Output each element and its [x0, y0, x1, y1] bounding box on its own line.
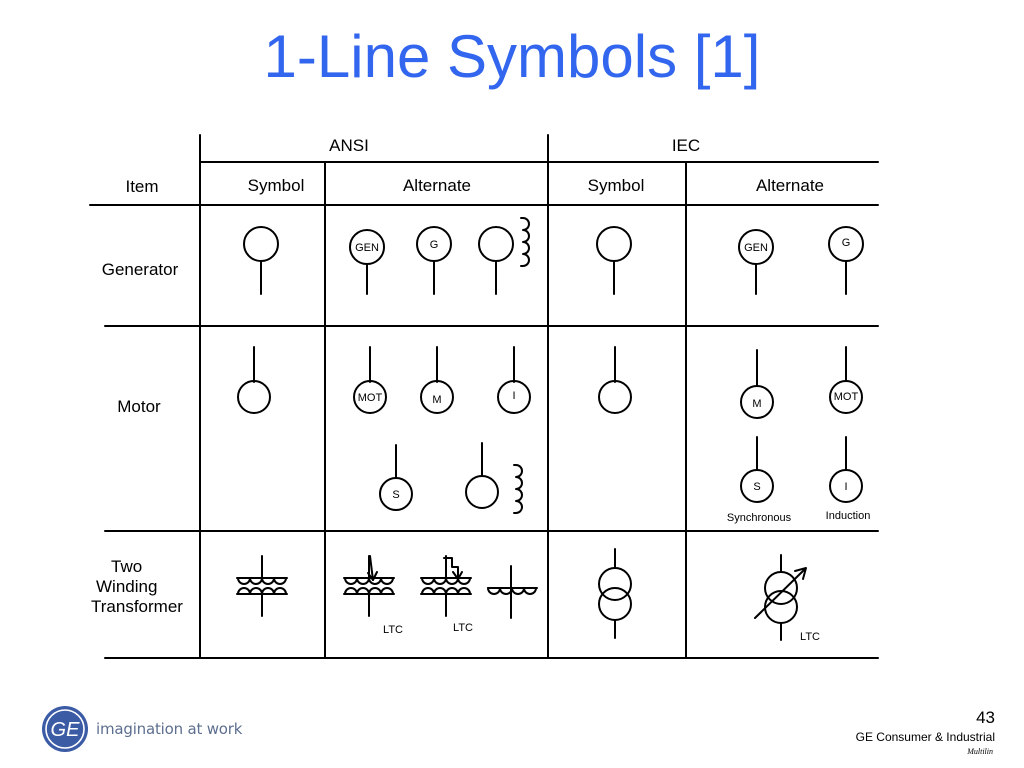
label-s-iec: S	[753, 481, 760, 493]
header-iec-symbol: Symbol	[588, 176, 645, 195]
transformer-iec-ltc-symbol	[754, 554, 807, 641]
motor-ansi-s-symbol	[379, 444, 413, 511]
page-number: 43	[976, 708, 995, 727]
motor-ansi-symbol	[237, 346, 271, 414]
generator-iec-symbol	[596, 226, 632, 295]
motor-iec-mot-symbol	[829, 346, 863, 414]
generator-ansi-g-symbol	[416, 226, 452, 295]
header-ansi: ANSI	[329, 136, 369, 155]
generator-ansi-gen-symbol	[349, 229, 385, 295]
label-g-ansi: G	[430, 239, 439, 251]
ge-logo: GE	[42, 706, 88, 752]
generator-iec-g-symbol	[828, 226, 864, 295]
label-ltc-ansi-2: LTC	[453, 622, 473, 634]
label-m-ansi: M	[432, 394, 441, 406]
motor-ansi-mot-symbol	[353, 346, 387, 414]
label-mot-ansi: MOT	[358, 392, 383, 404]
header-ansi-symbol: Symbol	[248, 176, 305, 195]
transformer-ansi-autotransformer-symbol	[487, 565, 538, 619]
label-synchronous: Synchronous	[727, 512, 792, 524]
transformer-ansi-ltc-symbol	[343, 555, 395, 617]
label-gen-ansi: GEN	[355, 242, 379, 254]
transformer-ansi-ltc-tap-symbol	[420, 555, 472, 617]
generator-ansi-symbol	[243, 226, 279, 295]
header-iec-alternate: Alternate	[756, 176, 824, 195]
label-mot-iec: MOT	[834, 391, 859, 403]
label-ltc-ansi-1: LTC	[383, 624, 403, 636]
motor-iec-s-symbol	[740, 436, 774, 503]
row-label-transformer-line3: Transformer	[91, 597, 183, 616]
row-label-transformer-line1: Two	[111, 557, 142, 576]
row-label-generator: Generator	[102, 260, 179, 279]
label-g-iec: G	[842, 237, 851, 249]
ge-logo-text: GE	[51, 719, 81, 741]
generator-ansi-winding-symbol	[478, 217, 530, 295]
table-grid	[89, 134, 879, 659]
motor-iec-symbol	[598, 346, 632, 414]
label-gen-iec: GEN	[744, 242, 768, 254]
header-item: Item	[125, 177, 158, 196]
label-s-ansi: S	[392, 489, 399, 501]
label-m-iec: M	[752, 398, 761, 410]
division-name: Multilin	[967, 747, 993, 756]
transformer-iec-symbol	[598, 548, 632, 639]
label-i-iec: I	[844, 481, 847, 493]
label-i-ansi: I	[512, 390, 515, 402]
motor-ansi-m-symbol	[420, 346, 454, 414]
transformer-ansi-symbol	[236, 555, 288, 617]
label-induction: Induction	[826, 510, 871, 522]
slide-title: 1-Line Symbols [1]	[263, 23, 761, 90]
header-ansi-alternate: Alternate	[403, 176, 471, 195]
motor-iec-i-symbol	[829, 436, 863, 503]
row-label-motor: Motor	[117, 397, 161, 416]
row-label-transformer-line2: Winding	[96, 577, 157, 596]
generator-iec-gen-symbol	[738, 229, 774, 295]
label-ltc-iec: LTC	[800, 631, 820, 643]
header-iec: IEC	[672, 136, 700, 155]
footer-tagline: imagination at work	[96, 720, 243, 738]
motor-iec-m-symbol	[740, 349, 774, 419]
motor-ansi-winding-symbol	[465, 442, 523, 514]
motor-ansi-i-symbol	[497, 346, 531, 414]
company-name: GE Consumer & Industrial	[855, 730, 995, 744]
